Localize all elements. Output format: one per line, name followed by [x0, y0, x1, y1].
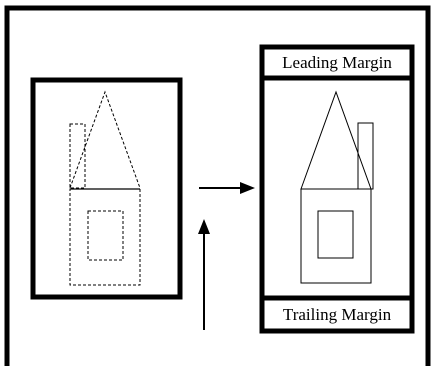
leading-margin-label: Leading Margin — [282, 53, 392, 72]
arrowhead-right-icon — [240, 182, 255, 194]
source-frame — [30, 77, 183, 300]
target-frame — [259, 44, 415, 334]
dashed-house-body — [69, 188, 141, 286]
solid-roof — [300, 90, 372, 190]
solid-house-body — [300, 188, 372, 284]
vertical-arrow — [198, 219, 210, 330]
dashed-chimney — [69, 123, 86, 189]
dashed-window — [87, 210, 124, 261]
solid-window — [317, 210, 354, 259]
outer-frame — [4, 5, 431, 366]
dashed-roof — [69, 90, 141, 189]
arrowhead-up-icon — [198, 219, 210, 234]
solid-chimney — [357, 122, 374, 190]
horizontal-arrow — [199, 182, 255, 194]
solid-house — [300, 90, 374, 284]
trailing-margin-label: Trailing Margin — [283, 305, 392, 324]
